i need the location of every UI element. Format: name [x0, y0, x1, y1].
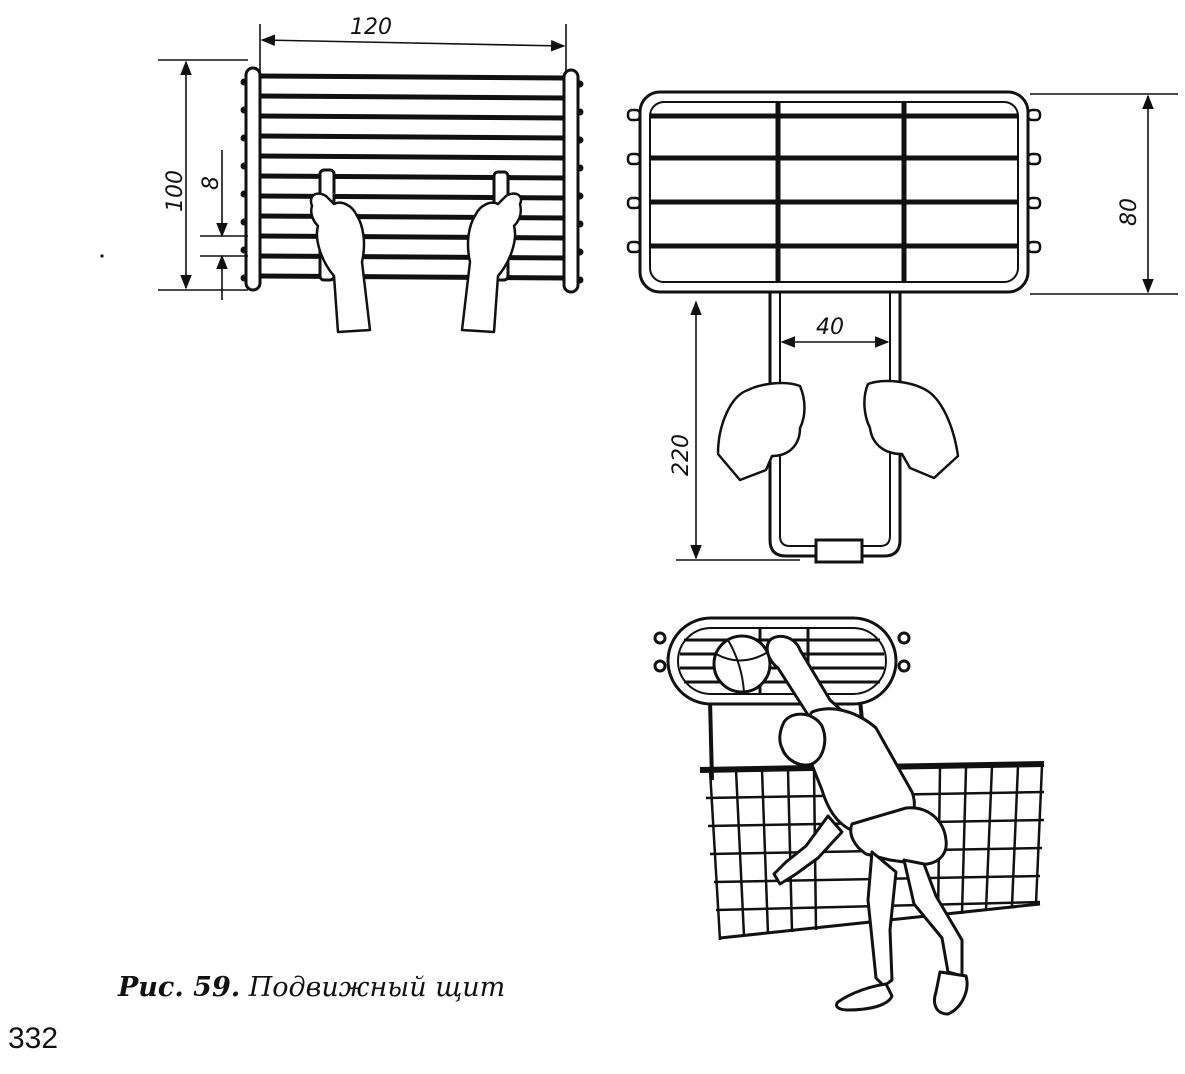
figure-caption: Рис. 59. Подвижный щит	[118, 972, 505, 1003]
dim-spacing-40: 40	[816, 315, 844, 340]
shield-front-view	[240, 66, 584, 294]
shield-frame-view	[626, 90, 1042, 564]
page-number: 332	[8, 1022, 59, 1055]
dim-height-100: 100	[163, 170, 188, 212]
hands-holding-shield	[309, 192, 523, 334]
figure-caption-text: Подвижный щит	[248, 972, 506, 1003]
dimensions-frame-view	[676, 93, 1178, 561]
dim-slat-gap-8: 8	[199, 176, 224, 190]
dim-height-80: 80	[1117, 198, 1142, 226]
figure-caption-label: Рис. 59.	[118, 972, 241, 1003]
volleyball-ball	[712, 634, 772, 694]
dim-length-220: 220	[669, 434, 694, 476]
dimensions-front-view	[158, 24, 567, 300]
fists-holding-handle	[716, 379, 960, 482]
speck-mark	[100, 254, 104, 258]
dim-width-120: 120	[350, 15, 392, 40]
player-figure	[765, 634, 969, 1016]
